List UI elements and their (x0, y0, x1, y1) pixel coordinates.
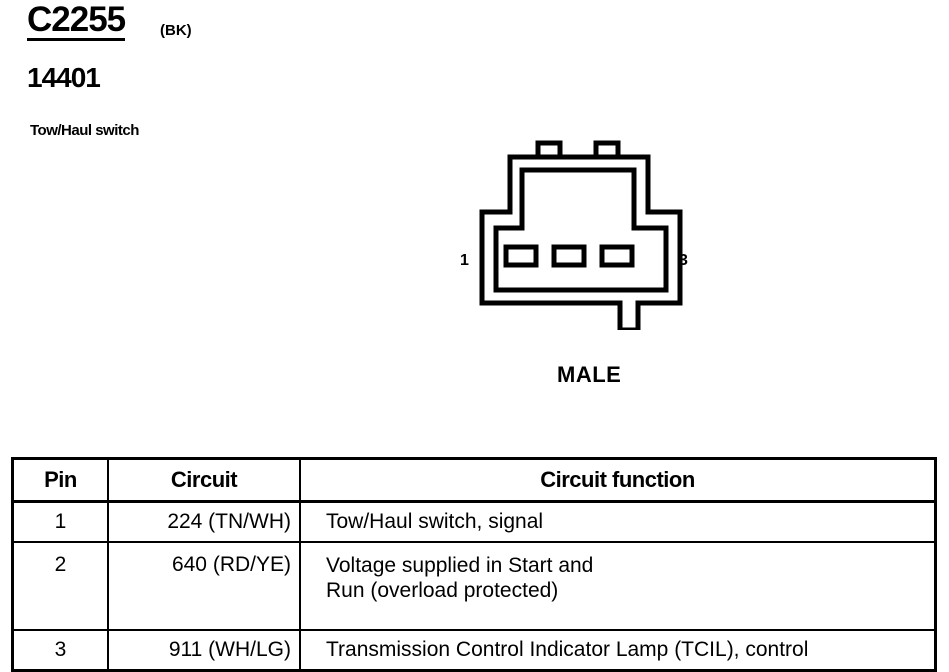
cell-circuit: 224 (TN/WH) (107, 500, 301, 543)
cell-function: Transmission Control Indicator Lamp (TCI… (299, 629, 937, 672)
part-number: 14401 (27, 62, 101, 93)
terminal-2 (551, 244, 587, 268)
connector-face-diagram (479, 140, 683, 330)
table-row: 3 911 (WH/LG) Transmission Control Indic… (11, 629, 937, 672)
connector-gender: MALE (557, 362, 622, 387)
pin-label-left: 1 (460, 252, 469, 269)
cell-pin: 1 (11, 500, 109, 543)
cell-circuit: 640 (RD/YE) (107, 541, 301, 631)
pinout-table: Pin Circuit Circuit function 1 224 (TN/W… (11, 457, 937, 672)
header-pin: Pin (11, 457, 109, 503)
cell-function: Tow/Haul switch, signal (299, 500, 937, 543)
header-function: Circuit function (299, 457, 937, 503)
table-row: 2 640 (RD/YE) Voltage supplied in Start … (11, 541, 937, 631)
connector-color-code: (BK) (160, 22, 192, 39)
cell-pin: 2 (11, 541, 109, 631)
connector-id: C2255 (27, 0, 126, 41)
table-row: 1 224 (TN/WH) Tow/Haul switch, signal (11, 500, 937, 543)
cell-circuit: 911 (WH/LG) (107, 629, 301, 672)
cell-function-line: Run (overload protected) (326, 579, 559, 602)
header-circuit: Circuit (107, 457, 301, 503)
terminal-3 (599, 244, 635, 268)
table-header-row: Pin Circuit Circuit function (11, 457, 937, 503)
cell-function-line: Voltage supplied in Start and (326, 554, 594, 577)
housing-inner (493, 167, 669, 293)
cell-function: Voltage supplied in Start and Run (overl… (299, 541, 937, 631)
cell-pin: 3 (11, 629, 109, 672)
pin-label-right: 3 (679, 252, 688, 269)
terminal-1 (503, 244, 539, 268)
housing-outer (479, 154, 683, 330)
component-description: Tow/Haul switch (30, 122, 139, 139)
